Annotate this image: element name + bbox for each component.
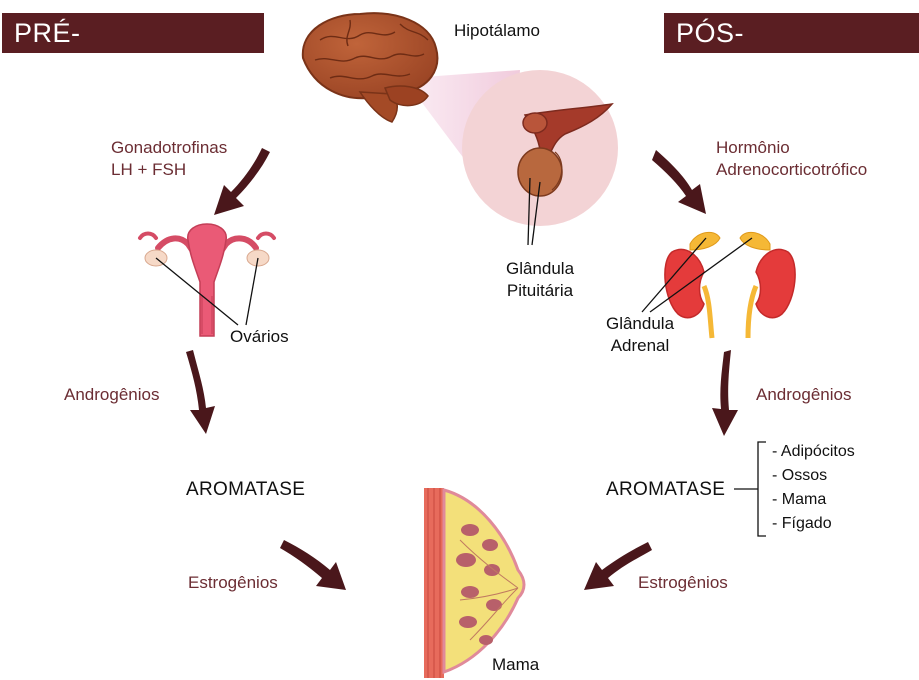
arrow-pre-estrogens bbox=[280, 540, 346, 590]
acth-label-line2: Adrenocorticotrófico bbox=[716, 159, 867, 180]
site-breast: - Mama bbox=[772, 488, 855, 512]
post-estrogens-label: Estrogênios bbox=[638, 572, 728, 593]
breast-label: Mama bbox=[492, 654, 539, 675]
site-adipocytes: - Adipócitos bbox=[772, 440, 855, 464]
pituitary-magnified-icon bbox=[462, 70, 618, 245]
pre-androgens-label: Androgênios bbox=[64, 384, 159, 405]
arrow-pre-androgens bbox=[186, 350, 215, 434]
uterus-icon bbox=[140, 224, 274, 336]
acth-label-line1: Hormônio bbox=[716, 137, 790, 158]
pre-estrogens-label: Estrogênios bbox=[188, 572, 278, 593]
breast-icon bbox=[424, 488, 524, 678]
arrow-acth bbox=[652, 150, 706, 214]
adrenal-label-line2: Adrenal bbox=[585, 335, 695, 356]
pituitary-label-line1: Glândula bbox=[490, 258, 590, 279]
hypothalamus-label: Hipotálamo bbox=[454, 20, 540, 41]
site-liver: - Fígado bbox=[772, 512, 855, 536]
arrow-post-androgens bbox=[712, 350, 738, 436]
post-androgens-label: Androgênios bbox=[756, 384, 851, 405]
gonadotropins-label-line2: LH + FSH bbox=[111, 159, 186, 180]
pituitary-label-line2: Pituitária bbox=[490, 280, 590, 301]
aromatase-sites-list: - Adipócitos - Ossos - Mama - Fígado bbox=[772, 440, 855, 536]
arrow-gonadotropins bbox=[214, 148, 270, 215]
pre-aromatase-label: AROMATASE bbox=[186, 479, 305, 501]
ovaries-label: Ovários bbox=[230, 326, 289, 347]
adrenal-label-line1: Glândula bbox=[585, 313, 695, 334]
brain-icon bbox=[303, 13, 438, 122]
site-bones: - Ossos bbox=[772, 464, 855, 488]
post-aromatase-label: AROMATASE bbox=[606, 479, 725, 501]
sites-bracket bbox=[734, 442, 766, 536]
gonadotropins-label-line1: Gonadotrofinas bbox=[111, 137, 227, 158]
